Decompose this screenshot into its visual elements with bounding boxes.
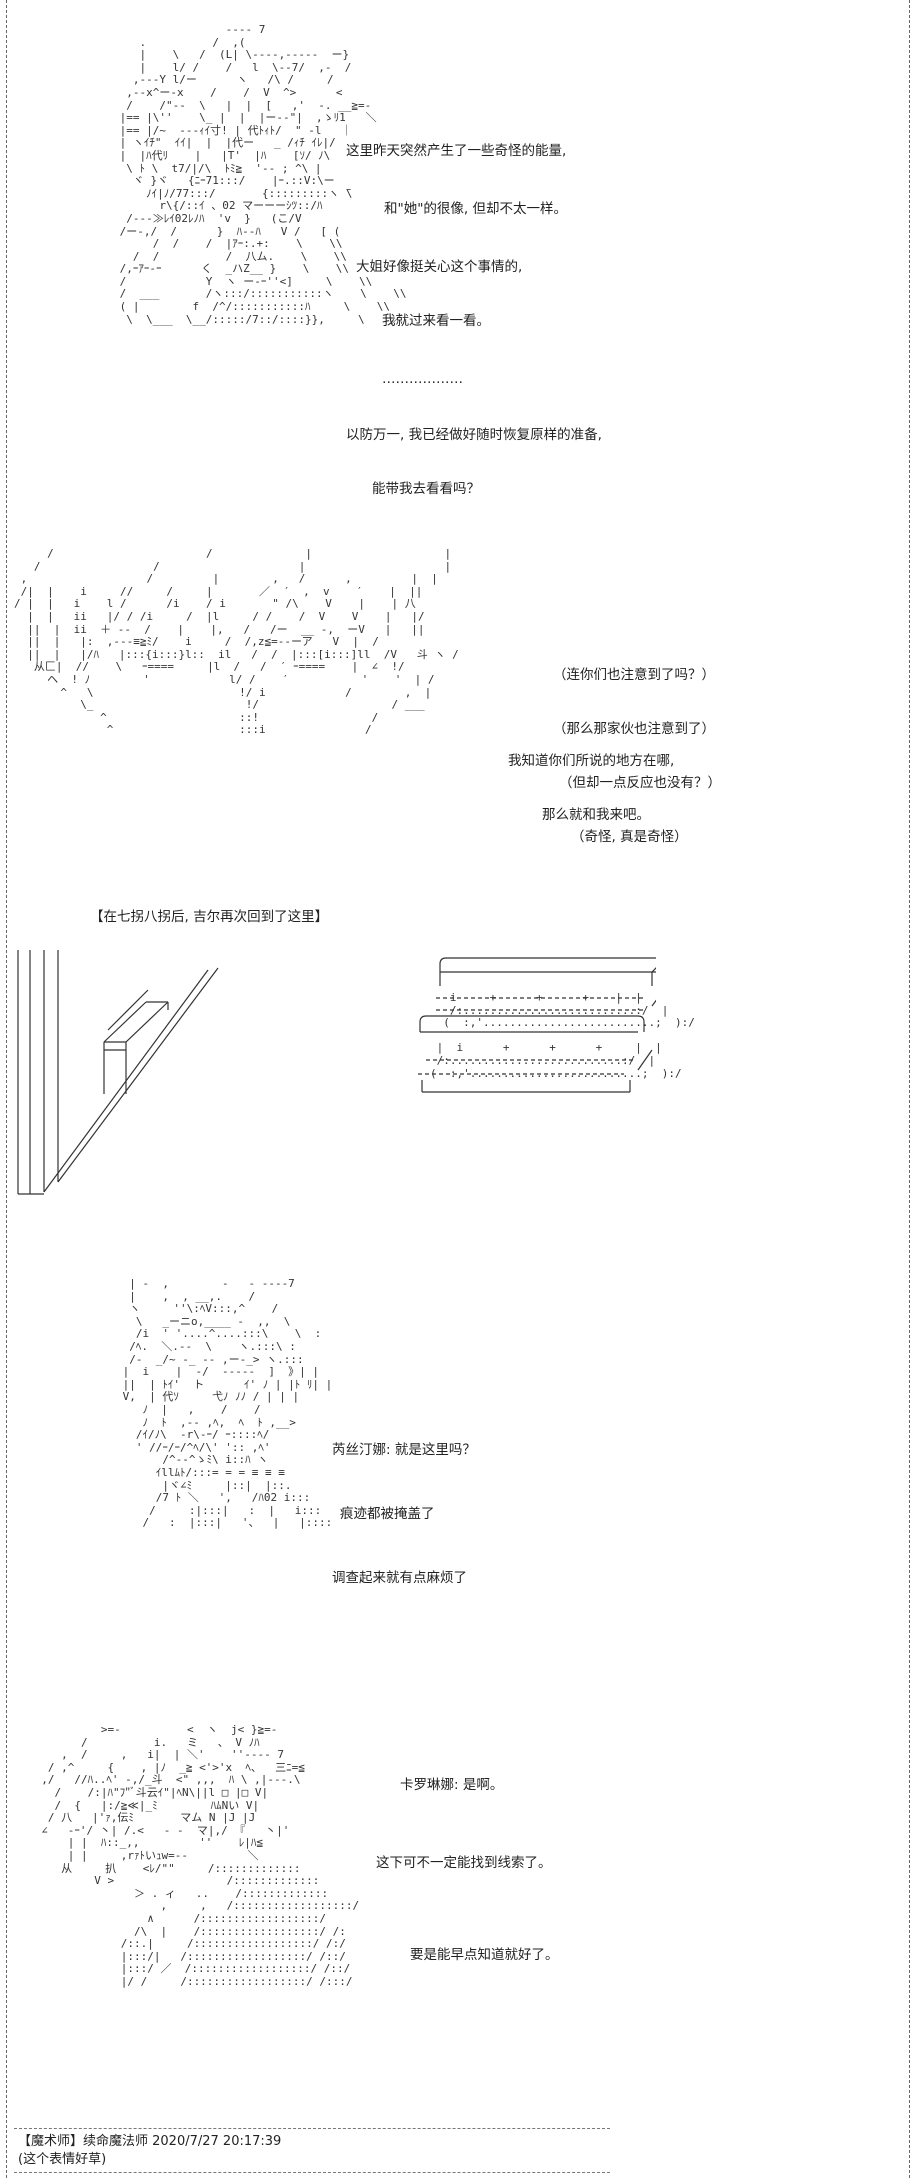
dialogue-line: 调查起来就有点麻烦了: [332, 1570, 467, 1586]
dialogue-line: 芮丝汀娜: 就是这里吗？: [332, 1442, 476, 1458]
panel-4: | - , - - ----7 | , , __,. / ヽ ''\:ﾍV:::…: [8, 1277, 908, 1638]
dialogue-line: 这下可不一定能找到线索了。: [376, 1855, 552, 1871]
dialogue-line: 那么就和我来吧。: [542, 807, 650, 823]
separator-line: [14, 2172, 610, 2173]
right-dashed-border: [909, 0, 910, 2178]
dialogue-line: 能带我去看看吗？: [372, 481, 480, 497]
dialogue-line: （连你们也注意到了吗？）: [553, 667, 715, 683]
bed-decorations: i + + + | | /:..........................…: [430, 991, 695, 1080]
separator-line: [14, 2128, 610, 2129]
scene-caption: 【在七拐八拐后, 吉尔再次回到了这里】: [90, 909, 329, 925]
dialogue-line: 我知道你们所说的地方在哪,: [508, 753, 675, 769]
dialogue-line: 卡罗琳娜: 是啊。: [400, 1777, 504, 1793]
dialogue-group: 芮丝汀娜: 就是这里吗？ 痕迹都被掩盖了 调查起来就有点麻烦了: [332, 1405, 476, 1623]
dialogue-line: 大姐好像挺关心这个事情的,: [356, 259, 523, 275]
ascii-art-girl-sighing: >=- < ヽ j< }≧=- / i. ミ 、 V ﾉﾊ , / , i| |…: [41, 1723, 360, 1988]
dialogue-line: 痕迹都被掩盖了: [340, 1506, 435, 1522]
dialogue-group: （连你们也注意到了吗？） （那么那家伙也注意到了） （但却一点反应也没有？） （…: [553, 630, 721, 882]
dialogue-group: 我知道你们所说的地方在哪, 那么就和我来吧。: [508, 716, 674, 860]
left-dashed-border: [6, 0, 7, 2178]
dialogue-line: 我就过来看一看。: [382, 313, 490, 329]
dialogue-line: 以防万一, 我已经做好随时恢复原样的准备,: [346, 427, 602, 443]
panel-2: / / | | / / | | , / | , / , | | /| |: [8, 547, 908, 860]
dialogue-group: 卡罗琳娜: 是啊。 这下可不一定能找到线索了。 要是能早点知道就好了。: [376, 1740, 559, 2000]
corridor-drawing: [17, 950, 219, 1195]
ascii-art-girl-with-bow: ---- 7 . / ,( | \ / (L| \----,----- ー} |…: [119, 23, 407, 326]
dialogue-line: 和"她"的很像, 但却不太一样。: [384, 201, 568, 217]
dialogue-group: 这里昨天突然产生了一些奇怪的能量, 和"她"的很像, 但却不太一样。 大姐好像挺…: [346, 106, 602, 534]
dialogue-line: ………………: [382, 371, 463, 387]
dialogue-line: （奇怪, 真是奇怪）: [571, 829, 688, 845]
dialogue-line: （那么那家伙也注意到了）: [553, 721, 715, 737]
dialogue-line: 要是能早点知道就好了。: [410, 1947, 559, 1963]
panel-1: ---- 7 . / ,( | \ / (L| \----,----- ー} |…: [8, 20, 908, 500]
dialogue-line: 这里昨天突然产生了一些奇怪的能量,: [346, 143, 567, 159]
ascii-art-rain-streaks: / / | | / / | | , / | , / , | | /| |: [14, 547, 459, 737]
dialogue-line: （但却一点反应也没有？）: [559, 775, 721, 791]
post-comment: (这个表情好草): [18, 2152, 107, 2167]
panel-5: >=- < ヽ j< }≧=- / i. ミ 、 V ﾉﾊ , / , i| |…: [8, 1720, 908, 2100]
panel-3: 【在七拐八拐后, 吉尔再次回到了这里】: [8, 908, 908, 1198]
bed-stack-drawing: [418, 957, 656, 1093]
post-author-line: 【魔术师】续命魔法师 2020/7/27 20:17:39: [18, 2134, 282, 2149]
ascii-art-girl-investigating: | - , - - ----7 | , , __,. / ヽ ''\:ﾍV:::…: [122, 1277, 333, 1530]
